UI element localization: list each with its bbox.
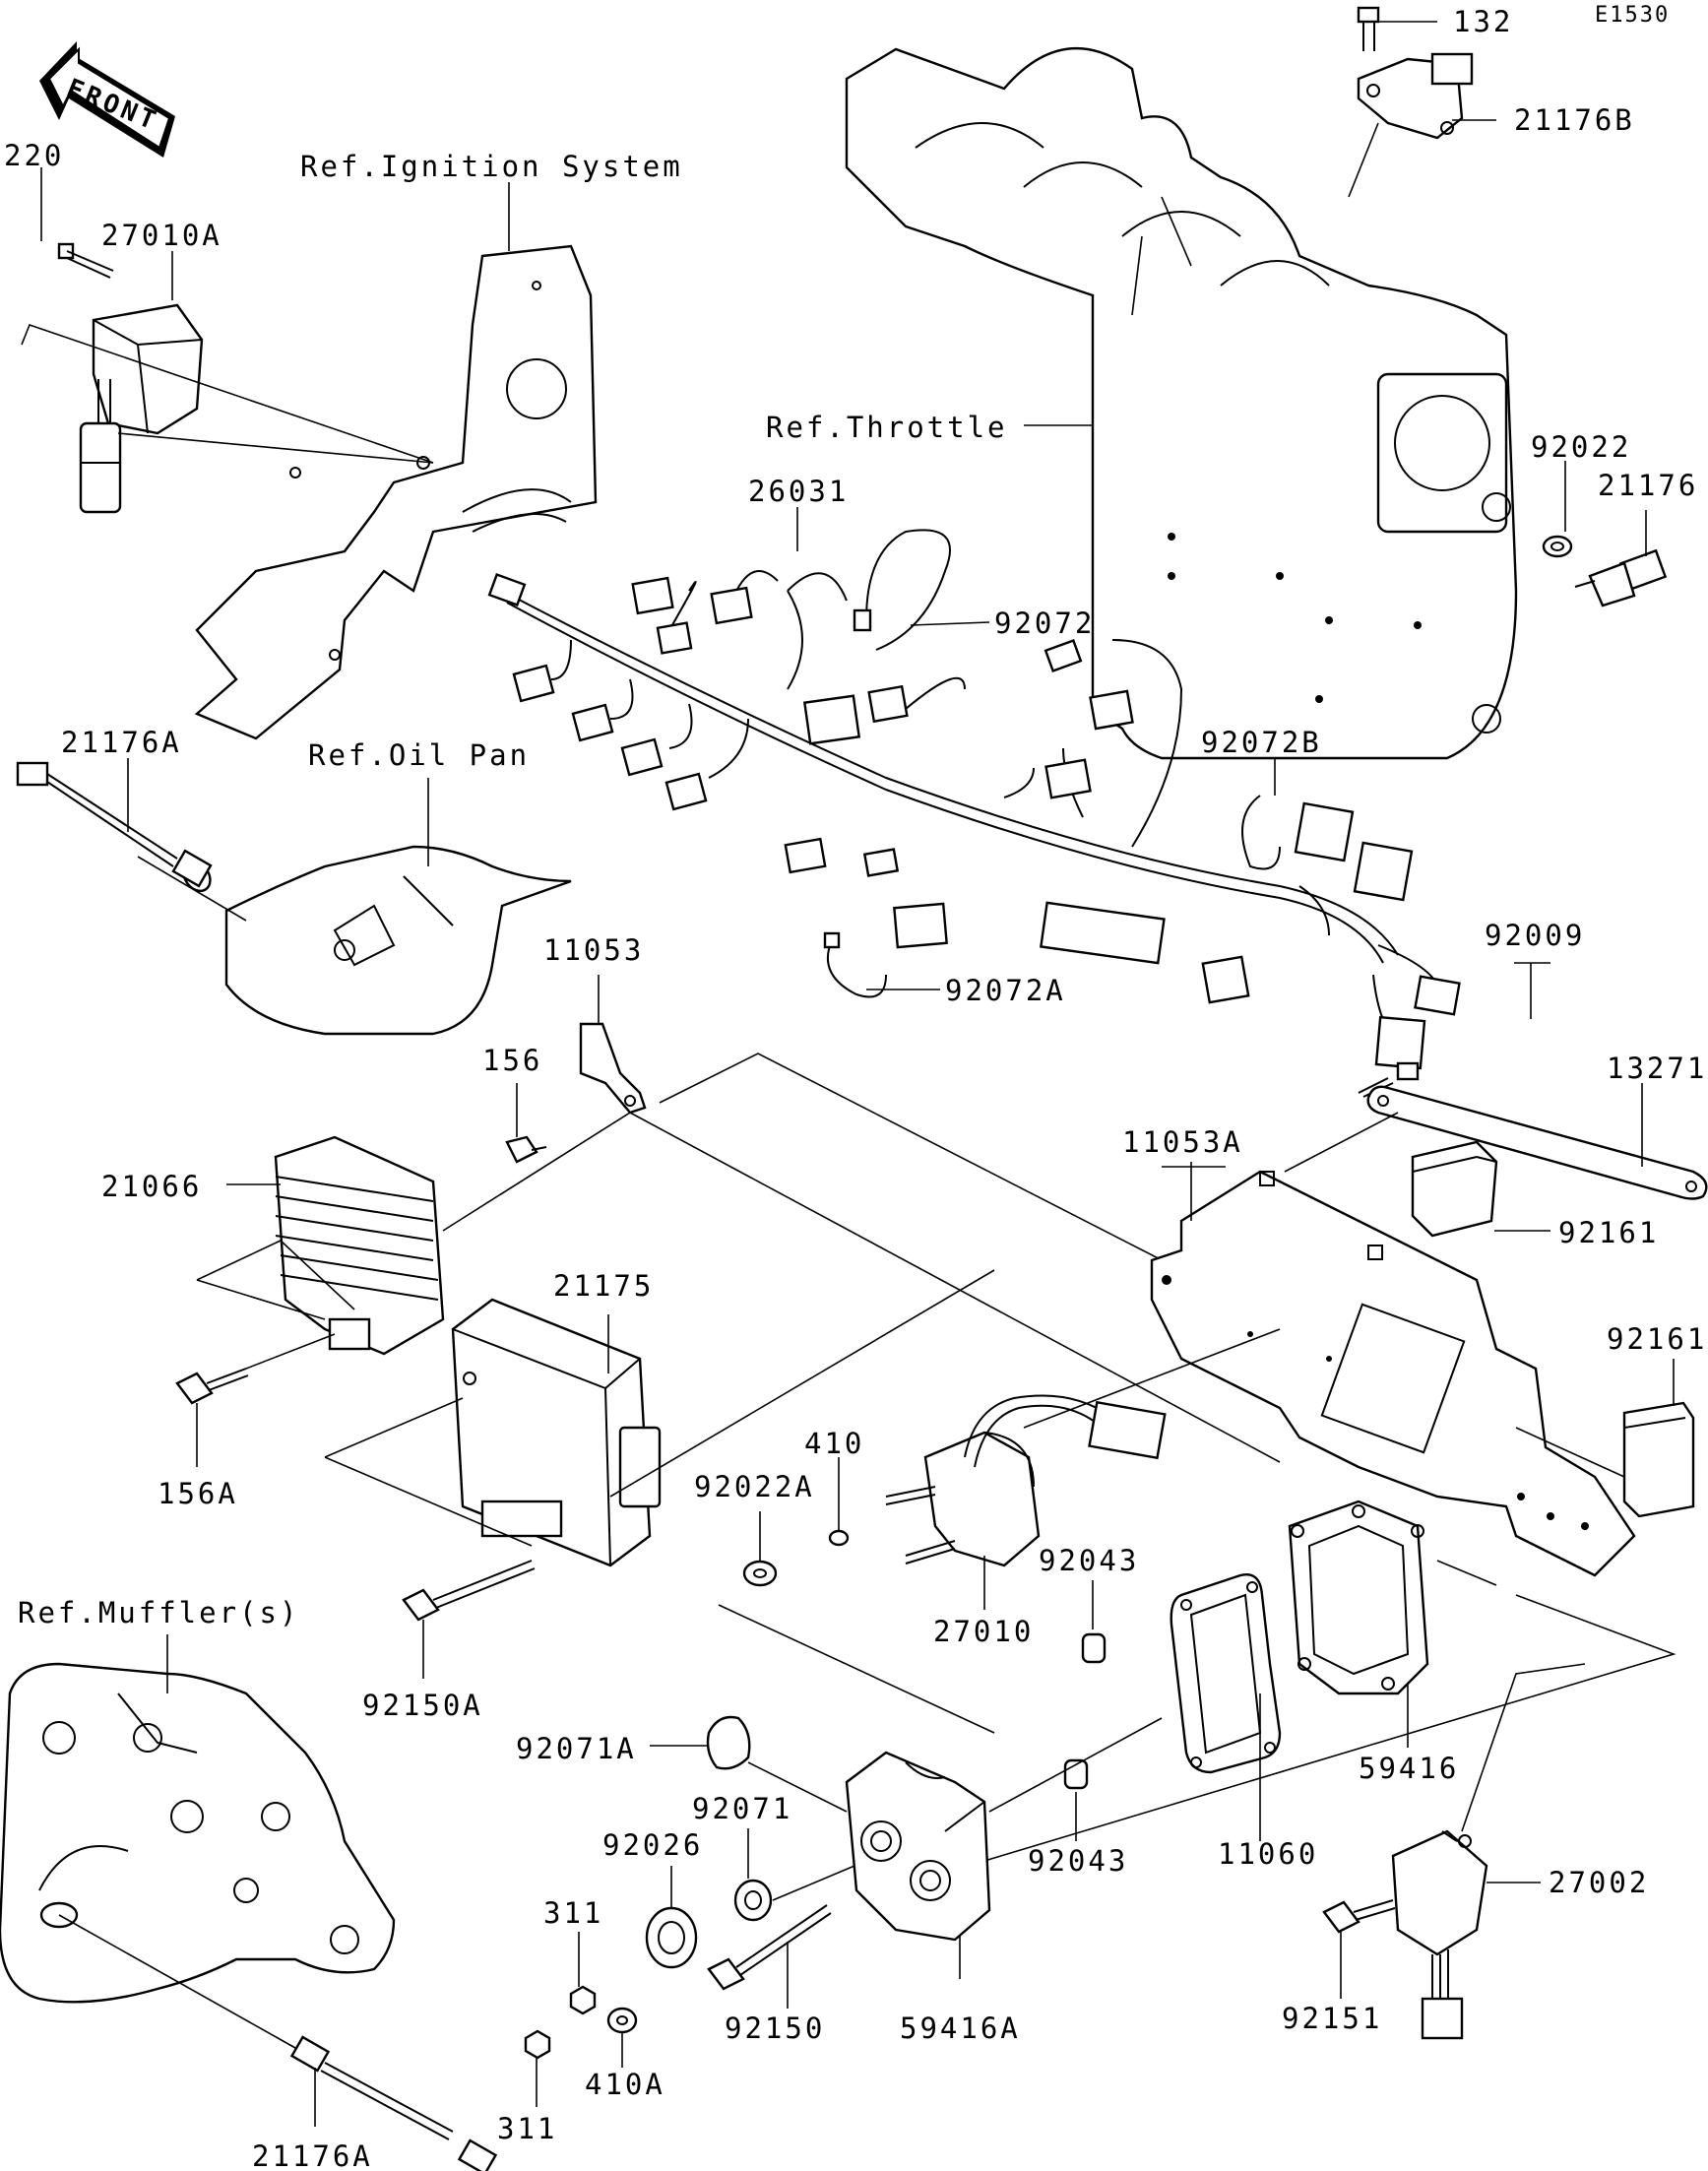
part-label: 410: [804, 1427, 864, 1460]
part-label: 26031: [748, 475, 849, 508]
oil-pan: [224, 845, 572, 1036]
seal-92071: [733, 1879, 773, 1922]
cable-tie-92072: [853, 529, 951, 651]
muffler: [0, 1662, 396, 2004]
regulator-21066: [274, 1135, 445, 1356]
bolt-132: [1357, 6, 1380, 51]
throttle-body: [845, 47, 1518, 760]
part-label: 59416: [1359, 1752, 1459, 1785]
bracket-11053: [579, 1022, 647, 1115]
bolt-220: [57, 242, 114, 279]
grommet-92026: [645, 1906, 698, 1969]
part-label: 13271: [1607, 1052, 1707, 1085]
part-label: 59416A: [900, 2011, 1021, 2045]
diagram-code: E1530: [1595, 3, 1670, 28]
wiring-harness-26031: [487, 570, 1461, 1070]
ref-oil-pan: Ref.Oil Pan: [308, 738, 530, 772]
bolt-156A: [175, 1368, 249, 1405]
nut-311-b: [524, 2029, 551, 2060]
ref-ignition-system: Ref.Ignition System: [300, 150, 683, 183]
part-label: 92150: [725, 2011, 825, 2045]
part-label: 311: [497, 2112, 557, 2145]
part-label: 21176: [1598, 469, 1698, 502]
part-label: 11060: [1218, 1837, 1318, 1871]
part-label: 92151: [1282, 2002, 1382, 2035]
cable-tie-92072B: [1241, 795, 1281, 870]
cap-92071A: [706, 1715, 751, 1770]
bolt-92150A: [402, 1560, 536, 1622]
cable-tie-92072A: [823, 931, 887, 998]
part-label: 311: [543, 1896, 603, 1930]
part-label: 21176A: [252, 2139, 373, 2171]
part-label: 92161: [1607, 1322, 1707, 1356]
housing-59416A: [845, 1751, 991, 1942]
part-label: 220: [4, 139, 64, 172]
bolt-92151: [1322, 1899, 1396, 1934]
part-label: 11053A: [1122, 1125, 1243, 1159]
part-labels: 132 21176B 220 27010A 92022 21176 26031 …: [4, 5, 1707, 2171]
sensor-21176A-bottom: [289, 2035, 498, 2171]
part-label: 21176A: [61, 726, 182, 759]
part-label: 11053: [543, 933, 644, 967]
part-label: 92043: [1028, 1844, 1128, 1878]
ref-throttle: Ref.Throttle: [766, 411, 1008, 444]
gasket-11060: [1170, 1573, 1282, 1774]
cushion-92161-b: [1622, 1401, 1695, 1518]
part-label: 21176B: [1514, 103, 1635, 137]
part-label: 27002: [1549, 1866, 1649, 1899]
washer-92022A: [742, 1560, 778, 1587]
bracket-11053A: [1150, 1170, 1636, 1577]
part-label: 156A: [158, 1477, 238, 1510]
part-label: 92009: [1485, 919, 1585, 952]
part-label: 92022A: [694, 1470, 815, 1503]
sensor-21176: [1574, 548, 1668, 607]
cushion-92161-a: [1411, 1140, 1498, 1238]
part-label: 132: [1453, 5, 1513, 38]
reference-labels: Ref.Ignition System Ref.Throttle Ref.Oil…: [18, 150, 1008, 1629]
ignition-bracket: [194, 244, 598, 740]
dowel-92043-a: [1081, 1632, 1107, 1664]
washer-410: [828, 1529, 850, 1547]
part-label: 92150A: [362, 1689, 483, 1722]
part-label: 92022: [1531, 430, 1631, 464]
bolt-156: [505, 1135, 547, 1164]
part-label: 92161: [1558, 1216, 1659, 1249]
relay-27010A: [79, 303, 204, 514]
part-label: 27010: [933, 1615, 1034, 1648]
part-label: 92072B: [1201, 726, 1322, 759]
nut-311-a: [569, 1985, 597, 2015]
part-label: 92072A: [945, 974, 1066, 1007]
plate-13271: [1366, 1085, 1708, 1200]
part-label: 21175: [553, 1269, 654, 1303]
part-label: 410A: [585, 2068, 665, 2101]
bolt-92150: [707, 1904, 832, 1991]
washer-410A: [606, 2007, 638, 2034]
unit-27002: [1391, 1829, 1488, 2040]
housing-59416: [1288, 1500, 1429, 1695]
relay-27010: [885, 1394, 1167, 1567]
sensor-21176B: [1357, 52, 1474, 140]
part-label: 92072: [994, 607, 1095, 640]
washer-92022: [1542, 535, 1573, 558]
part-label: 92071A: [516, 1732, 637, 1765]
part-label: 21066: [101, 1170, 202, 1203]
ecu-21175: [451, 1298, 662, 1567]
part-label: 92026: [602, 1828, 703, 1862]
part-label: 156: [482, 1044, 542, 1077]
sensor-21176A-top: [16, 761, 213, 893]
part-label: 92043: [1039, 1544, 1139, 1577]
ref-mufflers: Ref.Muffler(s): [18, 1596, 299, 1629]
part-label: 92071: [692, 1792, 792, 1825]
part-label: 27010A: [101, 219, 222, 252]
